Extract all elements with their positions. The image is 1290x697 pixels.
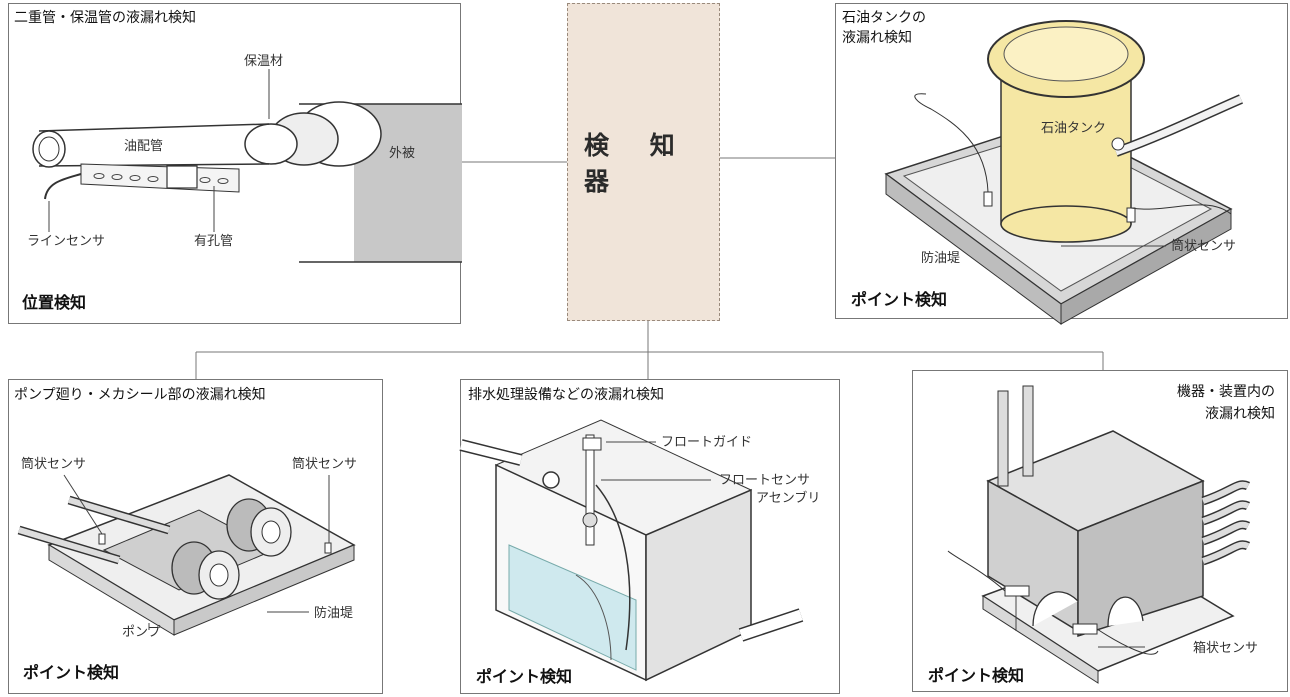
panel-pipe-title: 二重管・保温管の液漏れ検知 [14, 10, 196, 26]
panel-drain-method: ポイント検知 [476, 667, 573, 686]
tank-illustration [884, 20, 1243, 325]
tank-sensor-label: 筒状センサ [1171, 239, 1237, 254]
panel-tank-method: ポイント検知 [851, 290, 948, 309]
pump-sensor-right-label: 筒状センサ [292, 457, 358, 472]
panel-drain-title: 排水処理設備などの液漏れ検知 [468, 387, 664, 403]
equipment-illustration [947, 385, 1251, 684]
panel-pump-method: ポイント検知 [23, 663, 120, 682]
detector-box: 検 知 器 [567, 3, 720, 321]
panel-pump: ポンプ廻り・メカシール部の液漏れ検知 筒状センサ 筒状センサ ポンプ 防油堤 ポ… [8, 379, 383, 694]
tank-dike-label: 防油堤 [921, 251, 961, 266]
panel-pipe: 二重管・保温管の液漏れ検知 保温材 油配管 外被 ラインセンサ 有孔管 位置検知 [8, 3, 462, 324]
pump-dike-label: 防油堤 [314, 606, 354, 621]
panel-equipment: 機器・装置内の 液漏れ検知 箱状センサ ポイント検知 [912, 370, 1288, 692]
insulation-label: 保温材 [244, 54, 284, 69]
line-sensor-label: ラインセンサ [27, 234, 106, 249]
pump-sensor-left-label: 筒状センサ [21, 457, 87, 472]
detector-label: 検 知 器 [584, 131, 691, 196]
panel-equipment-method: ポイント検知 [928, 666, 1025, 685]
tank-label: 石油タンク [1041, 121, 1107, 136]
float-sensor-label-1: フロートセンサ [719, 473, 811, 488]
panel-equipment-title-2: 液漏れ検知 [1205, 406, 1275, 422]
drain-illustration [459, 419, 804, 682]
float-sensor-label-2: アセンブリ [756, 491, 821, 506]
panel-drain: 排水処理設備などの液漏れ検知 フロートガイド フロートセンサ アセンブリ ポイン… [459, 379, 840, 694]
panel-pump-title: ポンプ廻り・メカシール部の液漏れ検知 [14, 387, 266, 403]
pipe-illustration [32, 69, 462, 263]
oil-pipe-label: 油配管 [124, 139, 164, 154]
sheath-label: 外被 [389, 146, 416, 161]
perforated-pipe-label: 有孔管 [194, 234, 234, 249]
panel-tank: 石油タンクの 液漏れ検知 石油タンク 防油堤 筒状センサ ポイント検知 [835, 3, 1288, 325]
panel-tank-title-2: 液漏れ検知 [842, 30, 912, 46]
float-guide-label: フロートガイド [661, 435, 753, 450]
panel-pipe-method: 位置検知 [22, 293, 87, 312]
pump-illustration [17, 474, 356, 636]
panel-tank-title-1: 石油タンクの [842, 10, 926, 26]
pump-label: ポンプ [122, 625, 161, 640]
box-sensor-label: 箱状センサ [1193, 641, 1259, 656]
panel-equipment-title-1: 機器・装置内の [1177, 384, 1275, 400]
